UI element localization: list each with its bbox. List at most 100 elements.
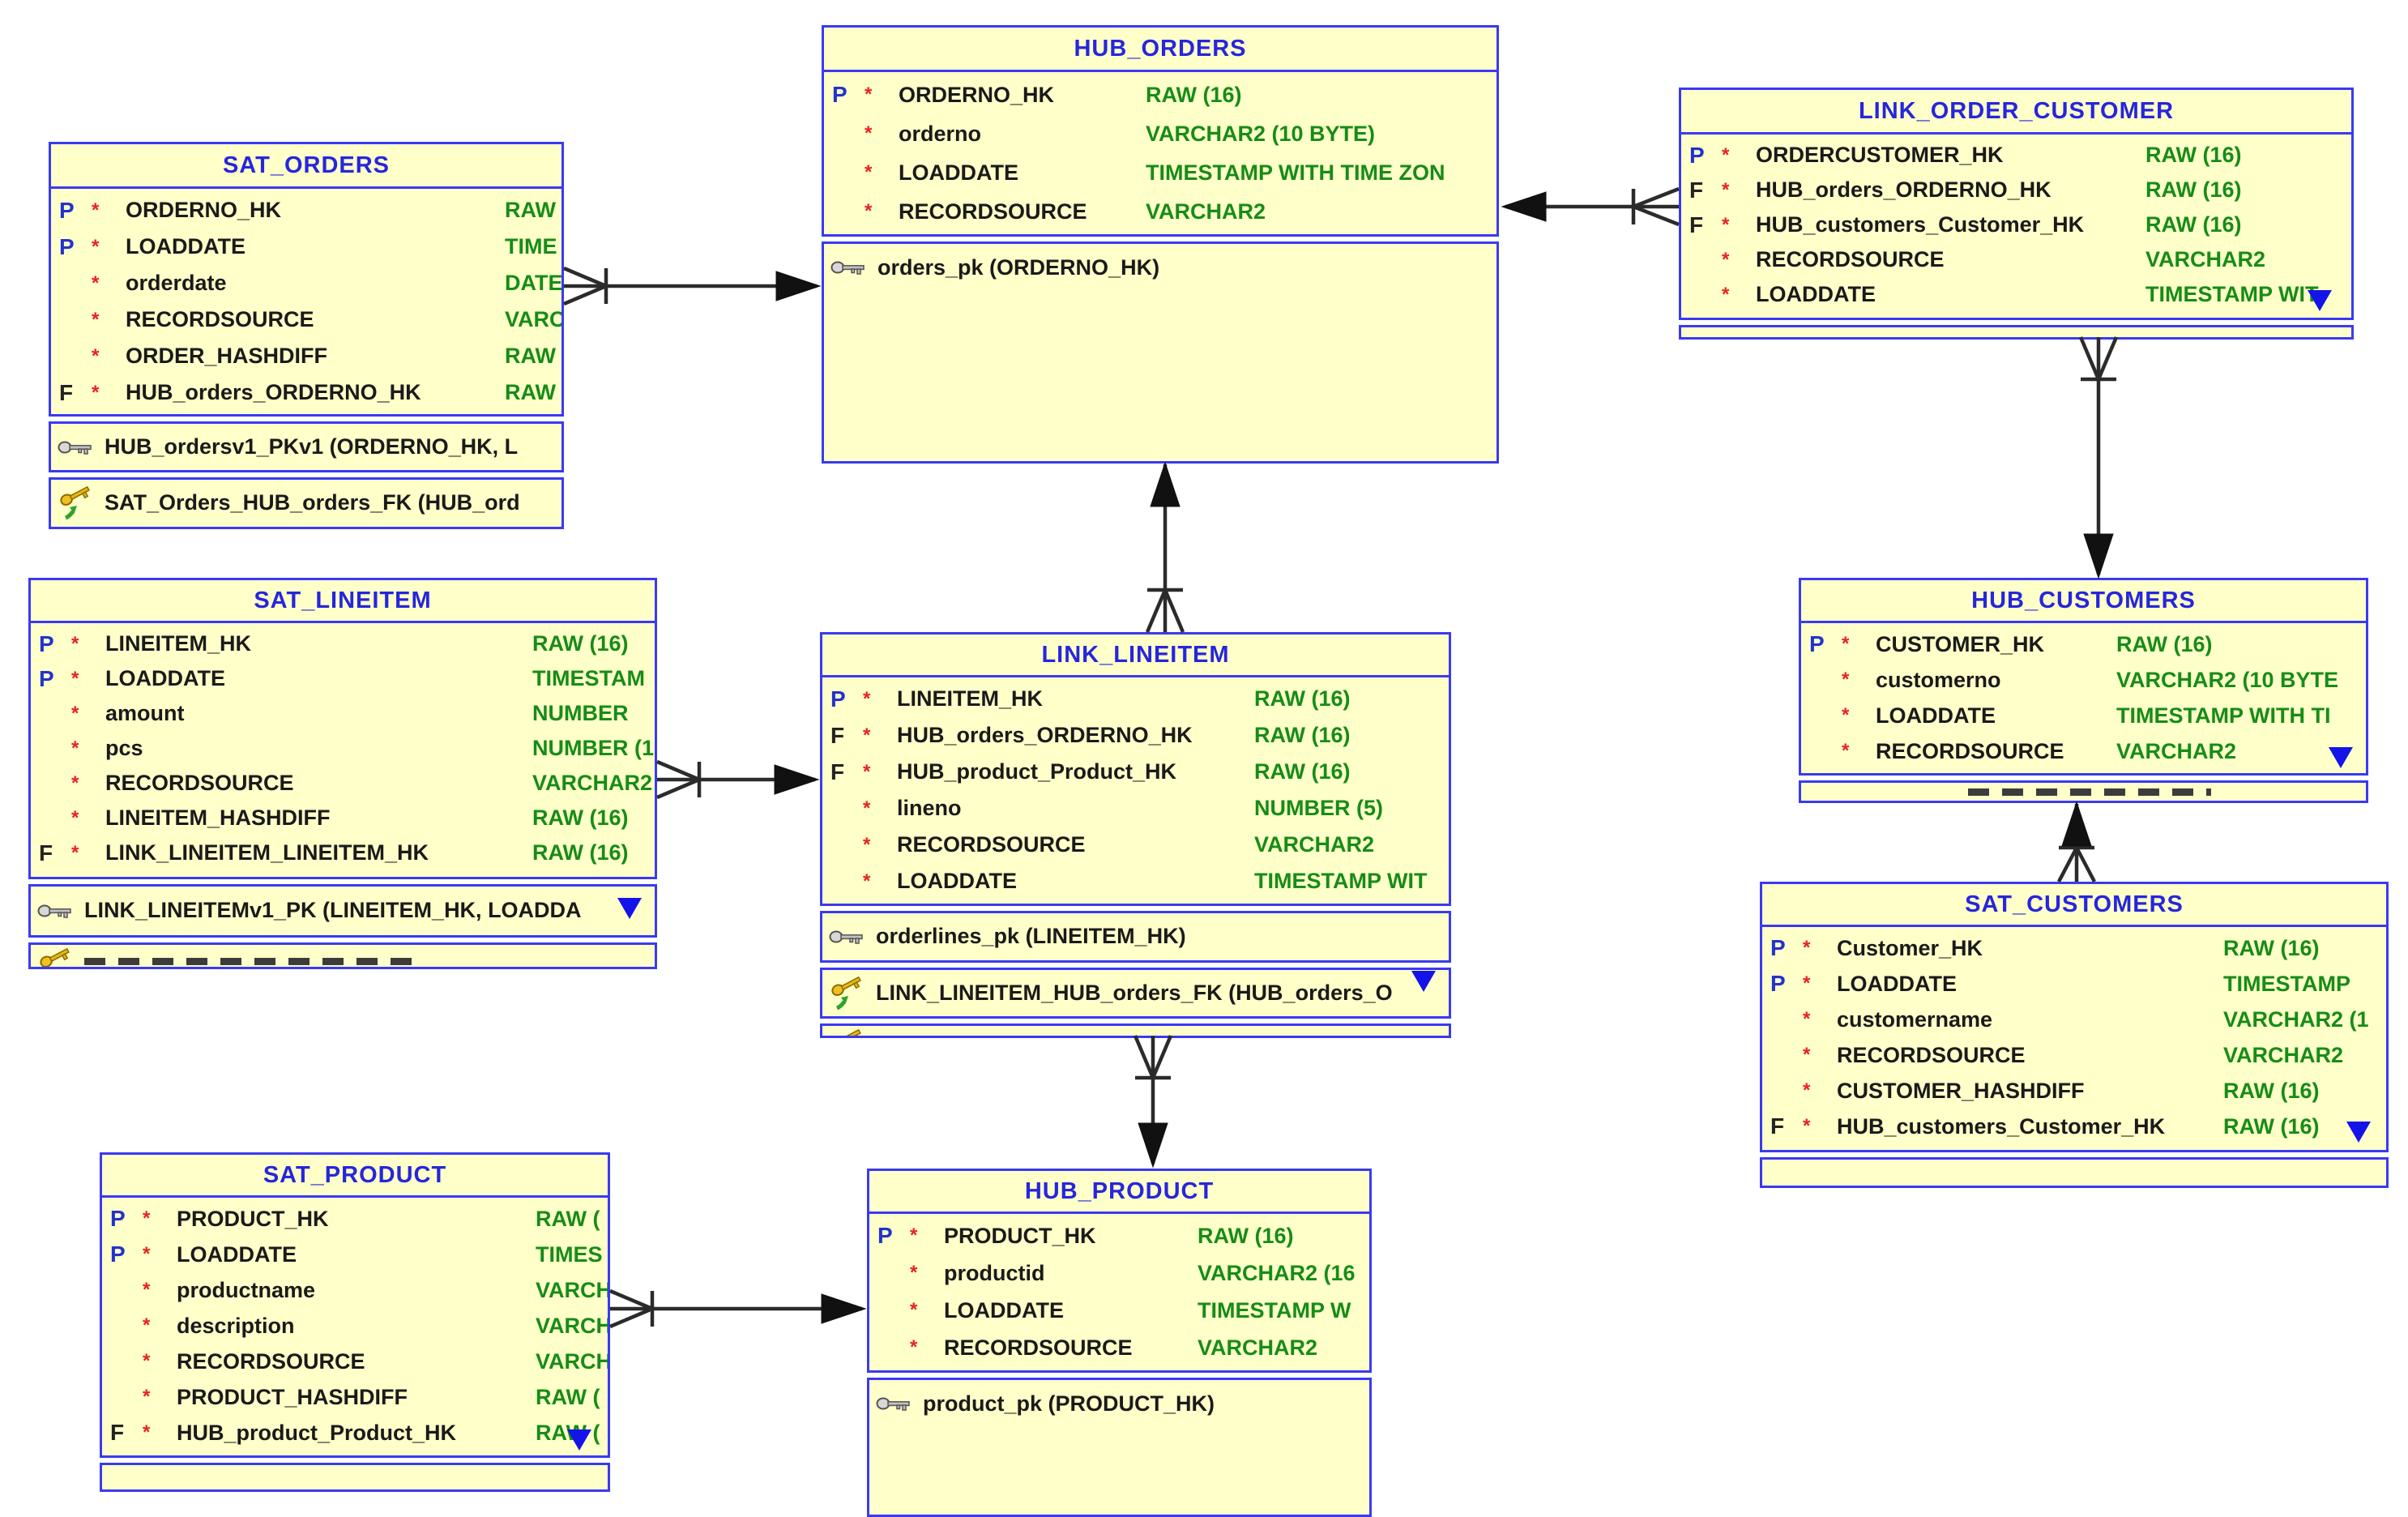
overflow-indicator-icon[interactable] (617, 898, 642, 919)
required-star-icon: * (92, 345, 100, 367)
required-star-icon: * (1722, 214, 1730, 236)
overflow-indicator-icon[interactable] (2308, 290, 2332, 311)
overflow-indicator-icon[interactable] (2346, 1122, 2371, 1143)
overflow-indicator-icon[interactable] (2329, 747, 2353, 768)
relationship-sat-customers-hub-customers[interactable] (2057, 801, 2096, 883)
relationship-link-order-customer-hub-customers[interactable] (2078, 336, 2119, 579)
primary-key-compartment[interactable]: orderlines_pk (LINEITEM_HK) (820, 911, 1451, 963)
entity-footer-compartment (100, 1463, 610, 1492)
pk-flag: P (59, 198, 75, 223)
fk-key-icon (829, 1028, 869, 1036)
fk-key-icon (58, 485, 98, 526)
relationship-link-lineitem-hub-orders[interactable] (1145, 461, 1185, 633)
column-name: ORDERNO_HK (126, 198, 282, 222)
column-datatype: RAW (16) (2223, 936, 2320, 960)
primary-key-compartment[interactable]: orders_pk (ORDERNO_HK) (822, 241, 1499, 464)
pk-flag: P (1770, 971, 1786, 996)
entity-title: SAT_LINEITEM (31, 580, 655, 623)
column-datatype: RAW (16) (2145, 143, 2242, 167)
column-datatype: TIME (505, 234, 557, 259)
column-datatype: VARCH (536, 1314, 608, 1338)
relationship-sat-orders-hub-orders[interactable] (563, 266, 822, 306)
pk-key-icon (37, 900, 75, 925)
column-datatype: VARCH (536, 1278, 608, 1302)
primary-key-compartment[interactable]: product_pk (PRODUCT_HK) (867, 1378, 1372, 1517)
relationship-link-lineitem-hub-product[interactable] (1133, 1035, 1173, 1169)
required-star-icon: * (1803, 1115, 1811, 1137)
foreign-key-compartment[interactable]: LINK_LINEITEM_HUB_orders_FK (HUB_orders_… (820, 968, 1451, 1019)
overflow-indicator-icon[interactable] (1411, 971, 1436, 992)
clipped-text-fragment (1968, 788, 2211, 796)
entity-title: SAT_ORDERS (51, 144, 561, 189)
relationship-sat-product-hub-product[interactable] (609, 1288, 867, 1329)
required-star-icon: * (865, 161, 873, 183)
overflow-indicator-icon[interactable] (567, 1429, 591, 1451)
primary-key-compartment[interactable]: LINK_LINEITEMv1_PK (LINEITEM_HK, LOADDA (28, 884, 657, 938)
relationship-link-order-customer-hub-orders[interactable] (1501, 186, 1680, 227)
primary-key-text: HUB_ordersv1_PKv1 (ORDERNO_HK, L (105, 434, 519, 459)
relationship-sat-lineitem-link-lineitem[interactable] (656, 759, 820, 800)
foreign-key-compartment[interactable]: SAT_Orders_HUB_orders_FK (HUB_ord (49, 477, 564, 529)
primary-key-compartment[interactable]: HUB_ordersv1_PKv1 (ORDERNO_HK, L (49, 421, 564, 472)
